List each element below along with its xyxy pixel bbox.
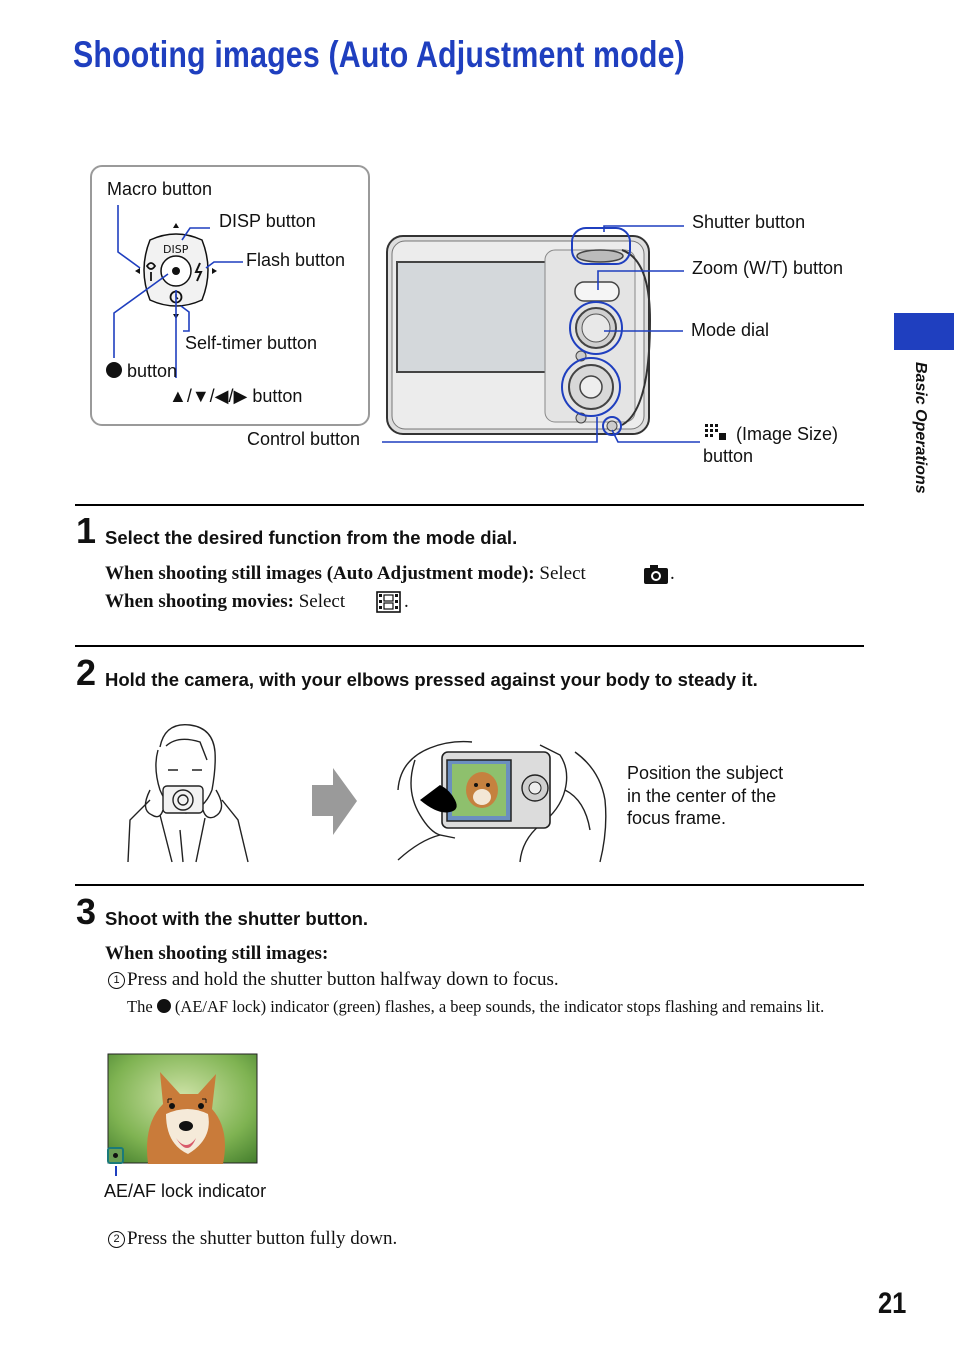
step1-still-line: When shooting still images (Auto Adjustm… [105, 563, 586, 585]
control-pad-illustration [113, 205, 700, 443]
still-text: Select [539, 563, 586, 584]
flash-button-label: Flash button [246, 250, 346, 270]
step-number: 3 [76, 891, 97, 932]
center-button-label: button [127, 361, 178, 381]
page-title: Shooting images (Auto Adjustment mode) [73, 34, 685, 75]
bullet-circle-icon [156, 999, 171, 1013]
movie-text: Select [298, 591, 346, 612]
step3-still-label: When shooting still images: [105, 943, 329, 964]
sub-step-text: Press and hold the shutter button halfwa… [127, 969, 559, 990]
ae-af-lock-indicator-icon [107, 1147, 124, 1164]
step-heading: Hold the camera, with your elbows presse… [105, 669, 758, 690]
sub-step-number: 1 [108, 972, 125, 989]
focus-example-photo [107, 1053, 258, 1164]
image-size-icon [705, 424, 726, 440]
arrow-right-icon [312, 768, 357, 835]
ae-af-lock-indicator-label: AE/AF lock indicator [104, 1181, 267, 1201]
camera-icon [644, 565, 668, 584]
image-size-label-line2: button [703, 446, 754, 466]
period: . [404, 591, 409, 612]
sub-step-text: Press the shutter button fully down. [127, 1228, 398, 1249]
step1-movie-line: When shooting movies: Select [105, 591, 345, 613]
disp-button-label: DISP button [219, 211, 316, 231]
step-number: 2 [76, 652, 97, 693]
macro-button-label: Macro button [107, 179, 213, 199]
step-heading: Select the desired function from the mod… [105, 527, 518, 548]
zoom-button-label: Zoom (W/T) button [692, 258, 844, 278]
movie-icon [376, 591, 401, 613]
shutter-button-label: Shutter button [692, 212, 806, 232]
arrow-buttons-label: ▲/▼/◀/▶ button [169, 386, 303, 406]
step-divider [75, 645, 864, 647]
step-heading: Shoot with the shutter button. [105, 908, 369, 929]
step-divider [75, 884, 864, 886]
self-timer-button-label: Self-timer button [185, 333, 318, 353]
step-divider [75, 504, 864, 506]
period: . [670, 563, 675, 584]
indicator-leader-line [115, 1166, 117, 1176]
section-tab-marker [894, 313, 954, 350]
mode-dial-label: Mode dial [691, 320, 770, 340]
page-number: 21 [878, 1287, 907, 1320]
control-button-label: Control button [247, 429, 361, 449]
caption-line: in the center of the [627, 785, 777, 806]
disp-glyph: DISP [163, 243, 189, 256]
bullet-circle-icon [106, 362, 122, 378]
still-label: When shooting still images (Auto Adjustm… [105, 563, 535, 584]
control-pad-icon [135, 223, 217, 319]
step-number: 1 [76, 510, 97, 551]
holding-camera-illustration [127, 723, 607, 863]
caption-line: focus frame. [627, 808, 727, 828]
step2-caption: Position the subject in the center of th… [627, 762, 783, 830]
sub-step-number: 2 [108, 1231, 125, 1248]
step3-note: The (AE/AF lock) indicator (green) flash… [127, 997, 825, 1016]
image-size-label: (Image Size) [736, 424, 839, 444]
caption-line: Position the subject [627, 763, 784, 783]
control-button-callout [90, 165, 370, 426]
movie-label: When shooting movies: [105, 591, 294, 612]
camera-illustration [386, 227, 652, 436]
